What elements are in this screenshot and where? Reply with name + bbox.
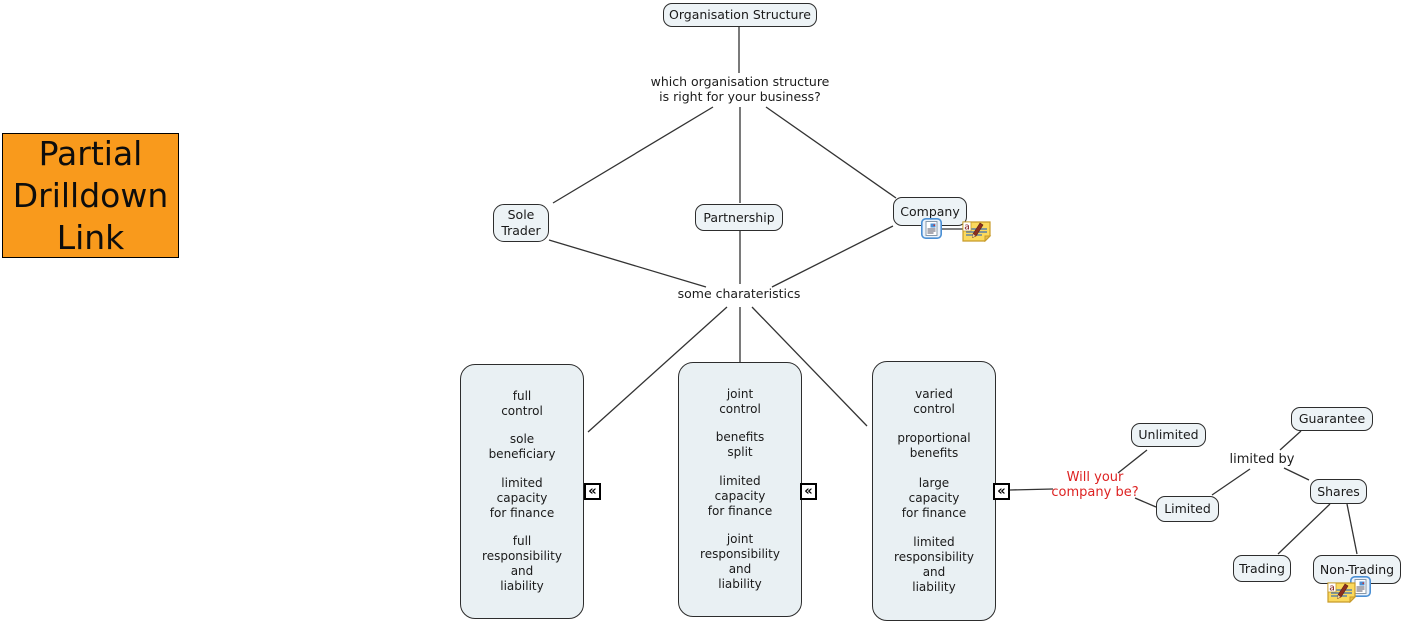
limited-by-label: limited by xyxy=(1229,452,1295,467)
characteristic-item: limited responsibility and liability xyxy=(894,535,974,595)
characteristics-box-partnership[interactable]: joint control benefits split limited cap… xyxy=(678,362,802,617)
characteristics-box-company[interactable]: varied control proportional benefits lar… xyxy=(872,361,996,621)
connector-line xyxy=(1211,468,1251,496)
characteristic-item: proportional benefits xyxy=(897,431,971,461)
node-unlimited[interactable]: Unlimited xyxy=(1131,423,1206,447)
node-shares[interactable]: Shares xyxy=(1310,479,1367,504)
connector-line xyxy=(1134,497,1157,508)
collapse-indicator-icon[interactable]: « xyxy=(993,483,1010,500)
question-label: which organisation structure is right fo… xyxy=(650,74,830,104)
connector-line xyxy=(771,225,894,288)
characteristic-item: limited capacity for finance xyxy=(707,473,773,518)
connector-line xyxy=(552,106,714,204)
characteristics-label: some charateristics xyxy=(677,286,801,301)
attachment-icon[interactable] xyxy=(921,218,942,239)
characteristic-item: joint control xyxy=(719,386,761,416)
company-question-label: Will your company be? xyxy=(1051,470,1139,500)
node-guarantee[interactable]: Guarantee xyxy=(1291,407,1373,431)
characteristic-item: limited capacity for finance xyxy=(489,475,555,520)
characteristic-item: large capacity for finance xyxy=(901,475,967,520)
node-limited[interactable]: Limited xyxy=(1156,496,1219,522)
node-trading[interactable]: Trading xyxy=(1233,555,1291,582)
characteristic-item: joint responsibility and liability xyxy=(700,532,780,592)
text-note-icon[interactable]: a xyxy=(1327,581,1358,603)
collapse-indicator-icon[interactable]: « xyxy=(584,483,601,500)
connector-line xyxy=(751,306,868,427)
characteristics-box-sole-trader[interactable]: full control sole beneficiary limited ca… xyxy=(460,364,584,619)
connector-line xyxy=(587,306,728,433)
characteristic-item: full responsibility and liability xyxy=(482,534,562,594)
node-partnership[interactable]: Partnership xyxy=(695,204,783,231)
characteristic-item: sole beneficiary xyxy=(488,432,556,462)
connector-line xyxy=(1117,449,1148,474)
characteristic-item: benefits split xyxy=(715,430,765,460)
text-note-icon[interactable]: a xyxy=(962,220,993,242)
note-letter: a xyxy=(1329,584,1335,594)
connector-line xyxy=(1283,467,1310,481)
connector-line xyxy=(1277,503,1331,555)
node-sole-trader[interactable]: Sole Trader xyxy=(493,204,549,242)
note-letter: a xyxy=(964,223,970,233)
connector-line xyxy=(765,106,897,199)
node-organisation-structure[interactable]: Organisation Structure xyxy=(663,3,817,27)
collapse-indicator-icon[interactable]: « xyxy=(800,483,817,500)
attachment-icon[interactable] xyxy=(1350,576,1371,597)
characteristic-item: full control xyxy=(501,388,543,418)
connector-line xyxy=(1279,430,1302,451)
connector-line xyxy=(1009,488,1054,491)
connector-line xyxy=(1346,503,1358,555)
characteristic-item: varied control xyxy=(913,386,955,416)
title-card: Partial Drilldown Link xyxy=(2,133,179,258)
connector-line xyxy=(548,239,707,288)
